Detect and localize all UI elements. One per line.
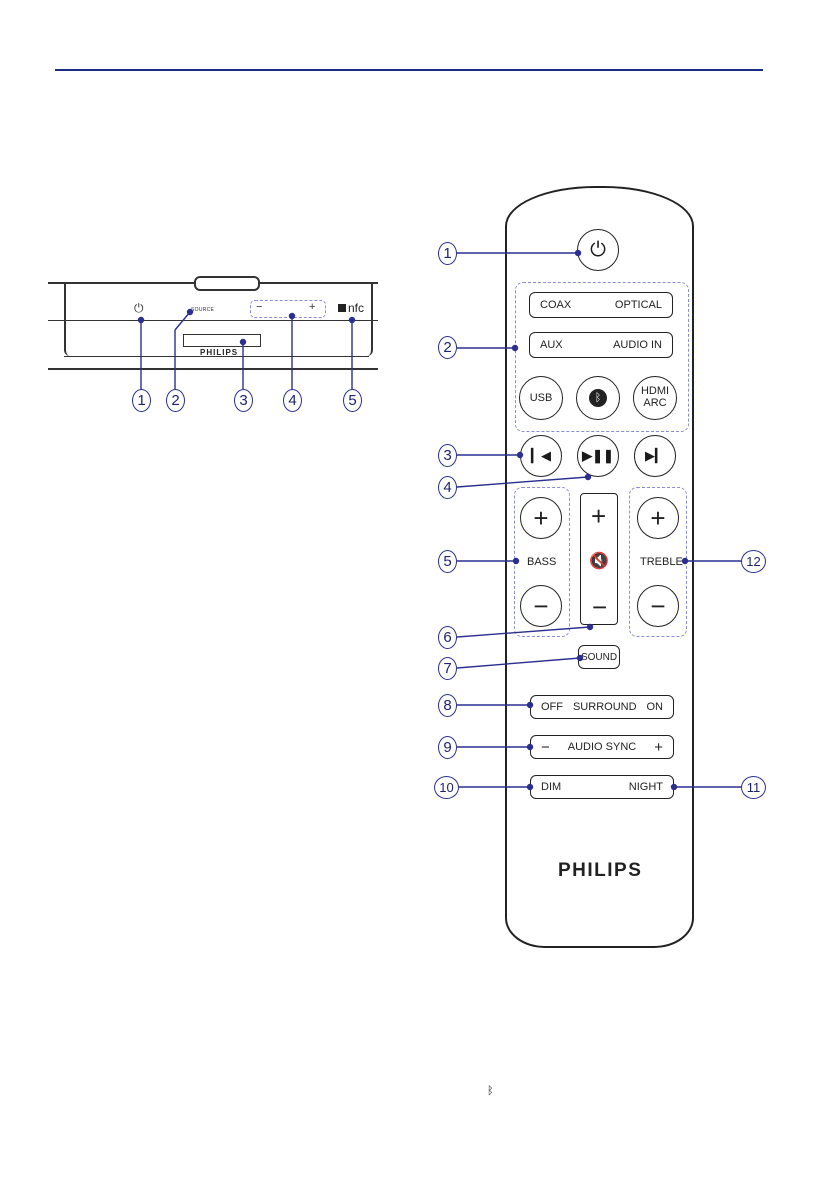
bluetooth-footnote-icon: ᛒ	[487, 1085, 494, 1097]
